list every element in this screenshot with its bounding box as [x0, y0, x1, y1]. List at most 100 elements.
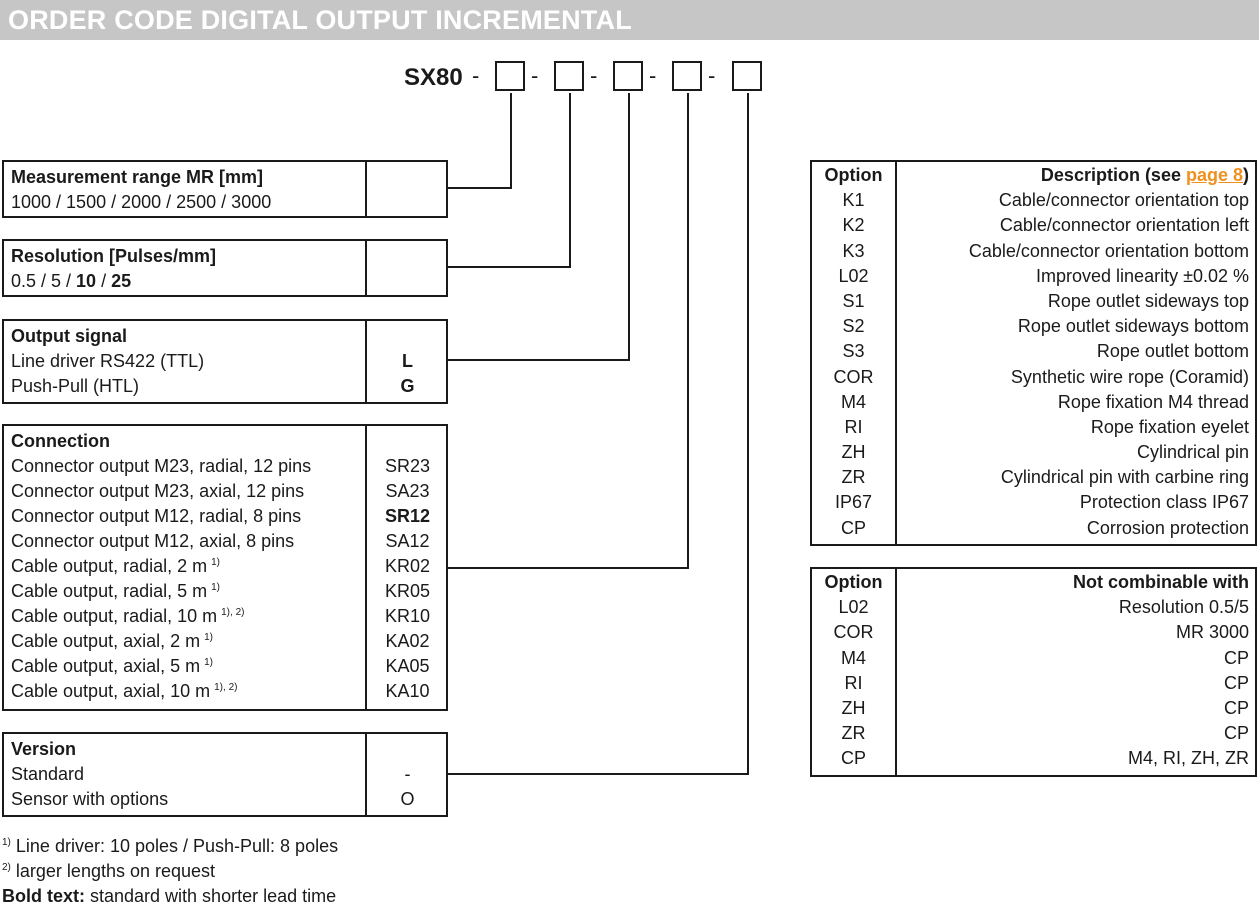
resolution-values: 0.5 / 5 / 10 / 25	[11, 271, 132, 291]
option-cell: L02	[838, 265, 869, 286]
option-cell: K2	[842, 215, 865, 236]
option-cell: ZH	[841, 697, 866, 718]
code-dash: -	[590, 63, 598, 88]
option-cell: ZR	[841, 467, 866, 488]
option-cell: K3	[842, 240, 865, 261]
code-dash: -	[472, 63, 480, 88]
description-cell: Synthetic wire rope (Coramid)	[1010, 366, 1249, 387]
description-cell: Rope fixation M4 thread	[1057, 391, 1249, 412]
page-8-link[interactable]: page 8	[1185, 165, 1243, 185]
connector-line	[448, 359, 630, 361]
code-box-connection	[672, 61, 702, 91]
code-dash: -	[649, 63, 657, 88]
order-code-prefix: SX80	[404, 64, 463, 91]
option-cell: K1	[842, 190, 865, 211]
table-row: S3 Rope outlet bottom	[812, 338, 1255, 363]
measurement-values: 1000 / 1500 / 2000 / 2500 / 3000	[11, 192, 272, 212]
option-cell: L02	[838, 597, 869, 618]
description-cell: CP	[1223, 672, 1249, 693]
table-header: Option Not combinable with	[824, 572, 1250, 592]
table-row: S2 Rope outlet sideways bottom	[812, 313, 1255, 338]
option-code: KA05	[385, 656, 430, 676]
list-item: Push-Pull (HTL) G	[4, 374, 446, 399]
resolution-box: Resolution [Pulses/mm] 0.5 / 5 / 10 / 25	[2, 239, 448, 297]
description-cell: Cable/connector orientation bottom	[968, 240, 1249, 261]
table-row: ZH Cylindrical pin	[812, 439, 1255, 464]
description-cell: Cylindrical pin	[1136, 442, 1249, 463]
option-cell: CP	[840, 517, 866, 538]
section-heading: Connection	[11, 431, 110, 451]
option-code: KR05	[384, 581, 431, 601]
measurement-range-box: Measurement range MR [mm] 1000 / 1500 / …	[2, 160, 448, 218]
connector-line	[569, 93, 571, 268]
connector-line	[747, 93, 749, 775]
option-cell: M4	[840, 391, 866, 412]
option-cell: ZH	[841, 442, 866, 463]
connection-box: Connection Connector output M23, radial,…	[2, 424, 448, 711]
option-code: KR10	[384, 606, 431, 626]
option-code: G	[400, 376, 415, 396]
footnote-1: 1) Line driver: 10 poles / Push-Pull: 8 …	[2, 836, 339, 856]
connector-line	[448, 266, 571, 268]
description-cell: Rope outlet sideways bottom	[1017, 316, 1249, 337]
table-row: K3 Cable/connector orientation bottom	[812, 238, 1255, 263]
description-cell: Rope outlet sideways top	[1047, 290, 1249, 311]
description-cell: Improved linearity ±0.02 %	[1036, 265, 1249, 286]
option-cell: S2	[842, 316, 865, 337]
connector-line	[687, 93, 689, 569]
option-cell: S3	[842, 341, 865, 362]
table-row: M4 CP	[812, 645, 1255, 670]
footnote-3: Bold text: standard with shorter lead ti…	[2, 886, 337, 906]
footnote-2: 2) larger lengths on request	[2, 861, 216, 881]
option-cell: RI	[844, 416, 863, 437]
code-box-output	[613, 61, 643, 91]
option-code: L	[402, 351, 413, 371]
description-cell: Corrosion protection	[1086, 517, 1249, 538]
option-cell: IP67	[834, 492, 873, 513]
connector-line	[448, 773, 749, 775]
description-cell: Cable/connector orientation left	[999, 215, 1249, 236]
list-item: Standard-	[4, 762, 446, 787]
section-heading: Measurement range MR [mm]	[11, 167, 264, 187]
description-cell: Rope outlet bottom	[1096, 341, 1249, 362]
description-cell: CP	[1223, 647, 1249, 668]
title-bar: ORDER CODE DIGITAL OUTPUT INCREMENTAL	[0, 0, 1259, 40]
connector-line	[448, 187, 512, 189]
description-cell: M4, RI, ZH, ZR	[1128, 748, 1249, 769]
section-heading: Version	[11, 739, 77, 759]
option-code: -	[404, 764, 411, 784]
description-cell: Rope fixation eyelet	[1090, 416, 1249, 437]
connector-line	[448, 567, 689, 569]
table-row: S1 Rope outlet sideways top	[812, 288, 1255, 313]
footnotes: 1) Line driver: 10 poles / Push-Pull: 8 …	[2, 836, 338, 911]
connector-line	[510, 93, 512, 189]
description-cell: Cable/connector orientation top	[998, 190, 1249, 211]
option-code: KA10	[385, 681, 430, 701]
code-box-resolution	[554, 61, 584, 91]
option-cell: COR	[833, 622, 874, 643]
table-row: M4 Rope fixation M4 thread	[812, 389, 1255, 414]
option-code: SA23	[385, 481, 430, 501]
option-cell: M4	[840, 647, 866, 668]
option-code: O	[400, 789, 415, 809]
description-cell: Cylindrical pin with carbine ring	[1000, 467, 1249, 488]
section-heading: Resolution [Pulses/mm]	[11, 246, 217, 266]
output-signal-box: Output signal Line driver RS422 (TTL) L …	[2, 319, 448, 404]
option-cell: S1	[842, 290, 865, 311]
code-dash: -	[531, 63, 539, 88]
